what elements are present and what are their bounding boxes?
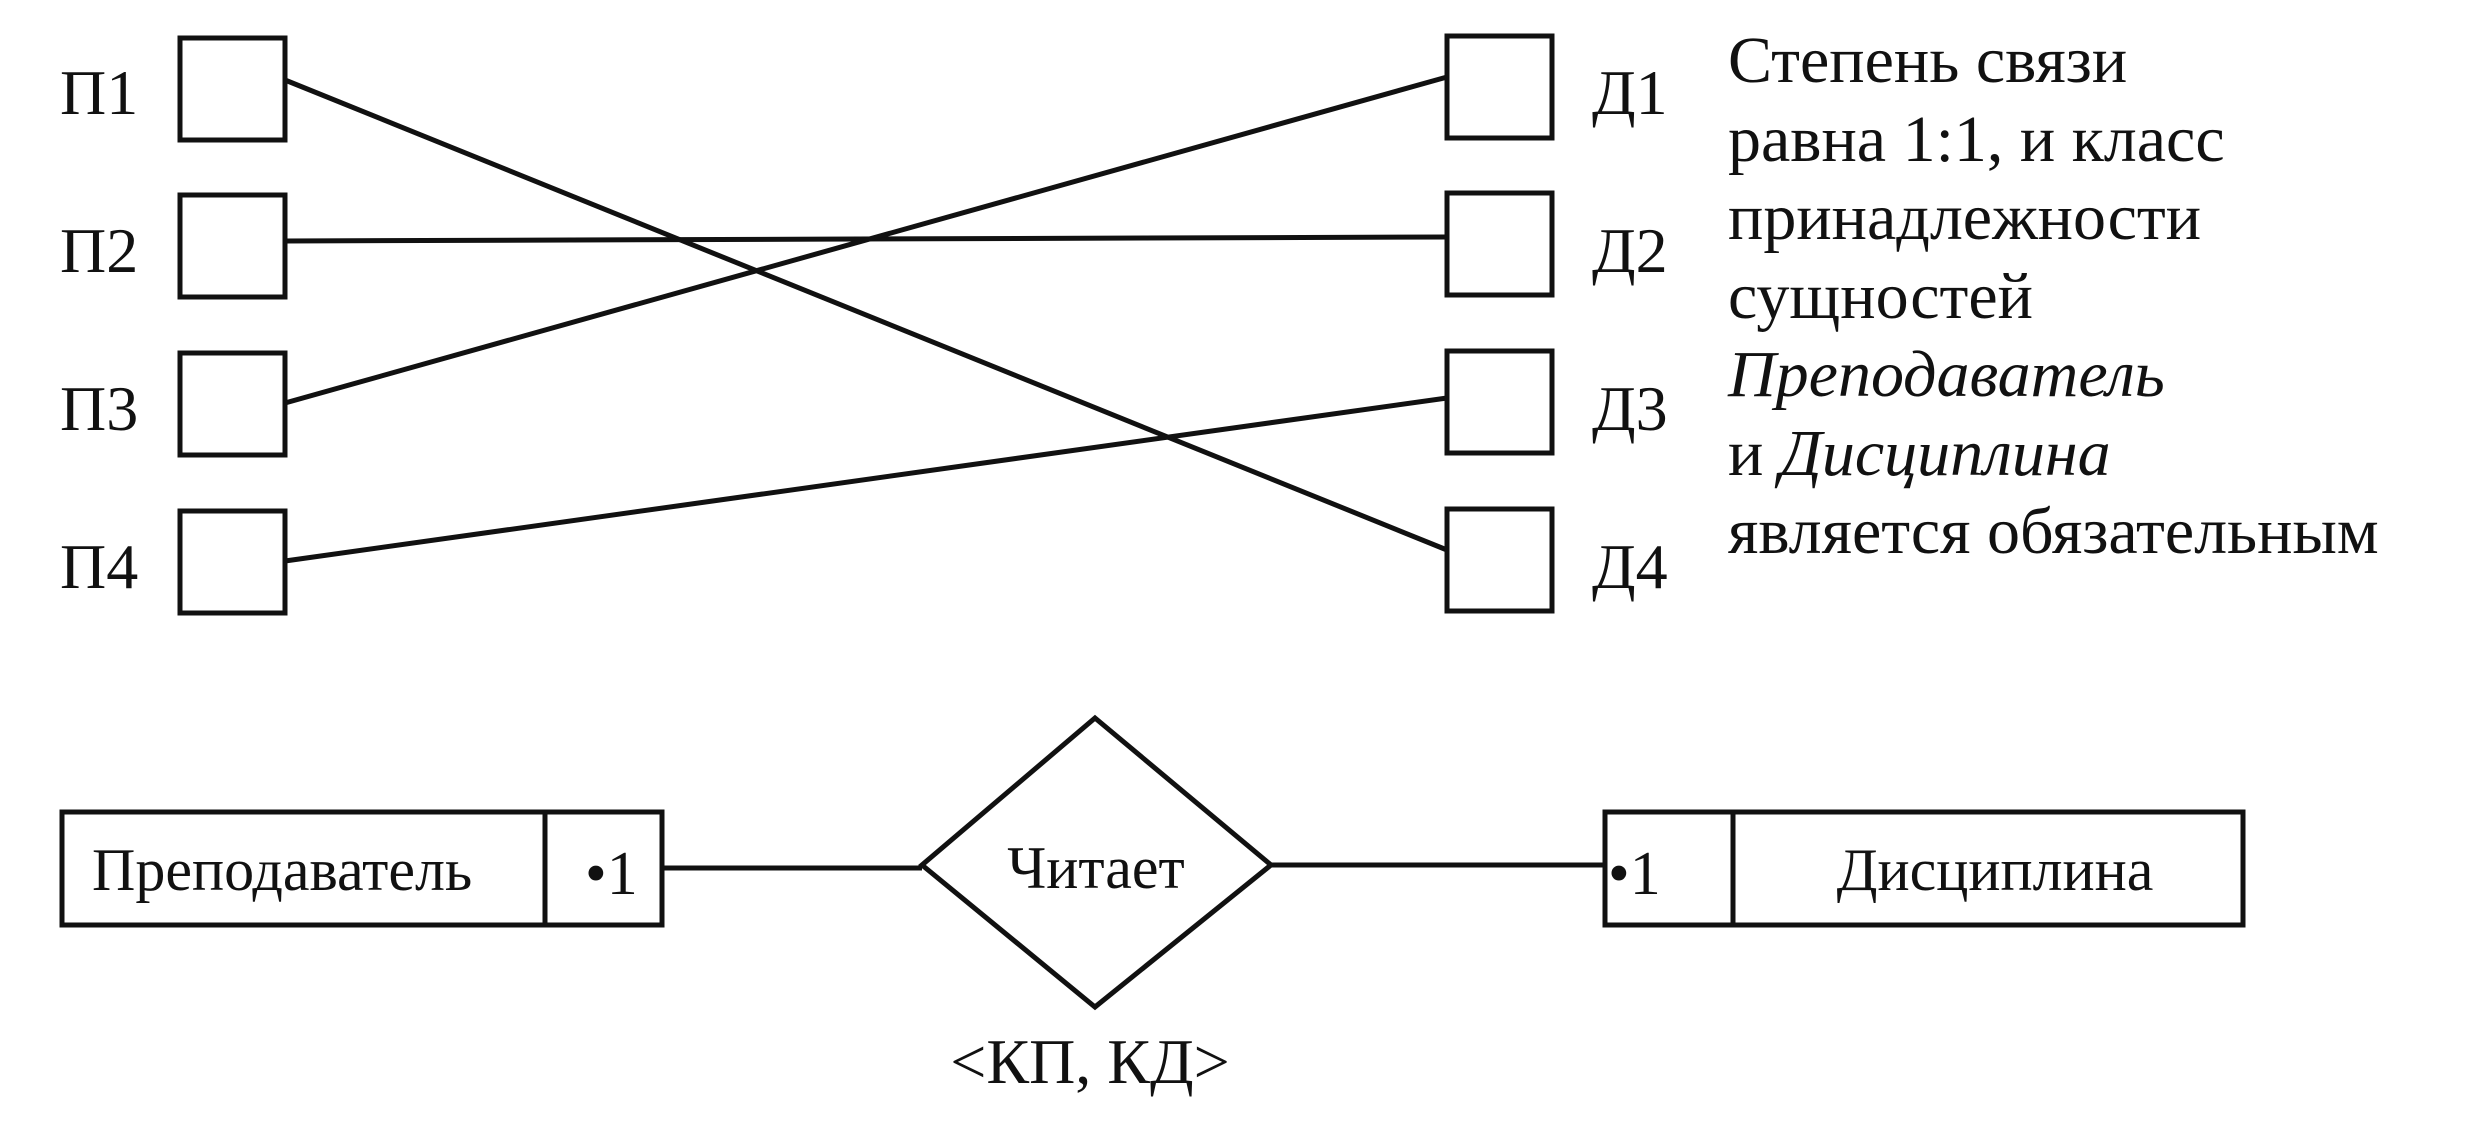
instance-label-d2: Д2 xyxy=(1592,215,1668,286)
er-notation: Преподаватель •1 Читает •1 Дисциплина <К… xyxy=(59,714,2246,1097)
note-line-3: принадлежности xyxy=(1728,181,2202,254)
note-line-6: и Дисциплина xyxy=(1728,415,2448,494)
link-p1-d4 xyxy=(284,77,1448,553)
instance-label-p2: П2 xyxy=(60,215,138,286)
note-line-6-prefix: и xyxy=(1728,416,1780,490)
instance-box-d3 xyxy=(1444,348,1555,456)
relationship-label: Читает xyxy=(1007,835,1185,901)
key-label: <КП, КД> xyxy=(950,1026,1229,1097)
note-line-6-entity: Дисциплина xyxy=(1779,416,2111,490)
note-line-2: равна 1:1, и класс xyxy=(1728,102,2225,176)
note-line-5: Преподаватель xyxy=(1728,338,2165,411)
instance-label-d1: Д1 xyxy=(1592,57,1668,128)
instance-label-d4: Д4 xyxy=(1592,531,1668,602)
instance-box-p4 xyxy=(177,508,288,616)
cardinality-left: •1 xyxy=(585,840,638,908)
entity-label-teacher: Преподаватель xyxy=(92,837,472,903)
cardinality-right: •1 xyxy=(1608,840,1661,908)
note-line-7: является обязательным xyxy=(1728,495,2379,568)
entity-label-discipline: Дисциплина xyxy=(1837,837,2154,903)
instance-box-d2 xyxy=(1444,190,1555,298)
link-p4-d3 xyxy=(284,395,1448,564)
instance-label-p4: П4 xyxy=(60,531,138,602)
instance-mapping: П1 П2 П3 П4 Д1 Д2 Д3 Д4 xyxy=(60,33,1668,616)
instance-box-p1 xyxy=(177,35,288,143)
instance-box-p2 xyxy=(177,192,288,300)
link-p3-d1 xyxy=(284,74,1448,406)
note-line-1: Степень связи xyxy=(1728,24,2128,97)
note-line-4: сущностей xyxy=(1728,259,2033,333)
instance-box-d1 xyxy=(1444,33,1555,141)
instance-label-p1: П1 xyxy=(60,57,138,128)
instance-box-p3 xyxy=(177,350,288,458)
relationship-diamond xyxy=(918,714,1275,1011)
instance-label-d3: Д3 xyxy=(1592,373,1668,444)
note-text: Степень связи равна 1:1, и класс принадл… xyxy=(1728,22,2448,572)
instance-box-d4 xyxy=(1444,506,1555,614)
instance-label-p3: П3 xyxy=(60,373,138,444)
entity-box-discipline xyxy=(1602,809,2246,928)
entity-box-teacher xyxy=(59,809,665,928)
